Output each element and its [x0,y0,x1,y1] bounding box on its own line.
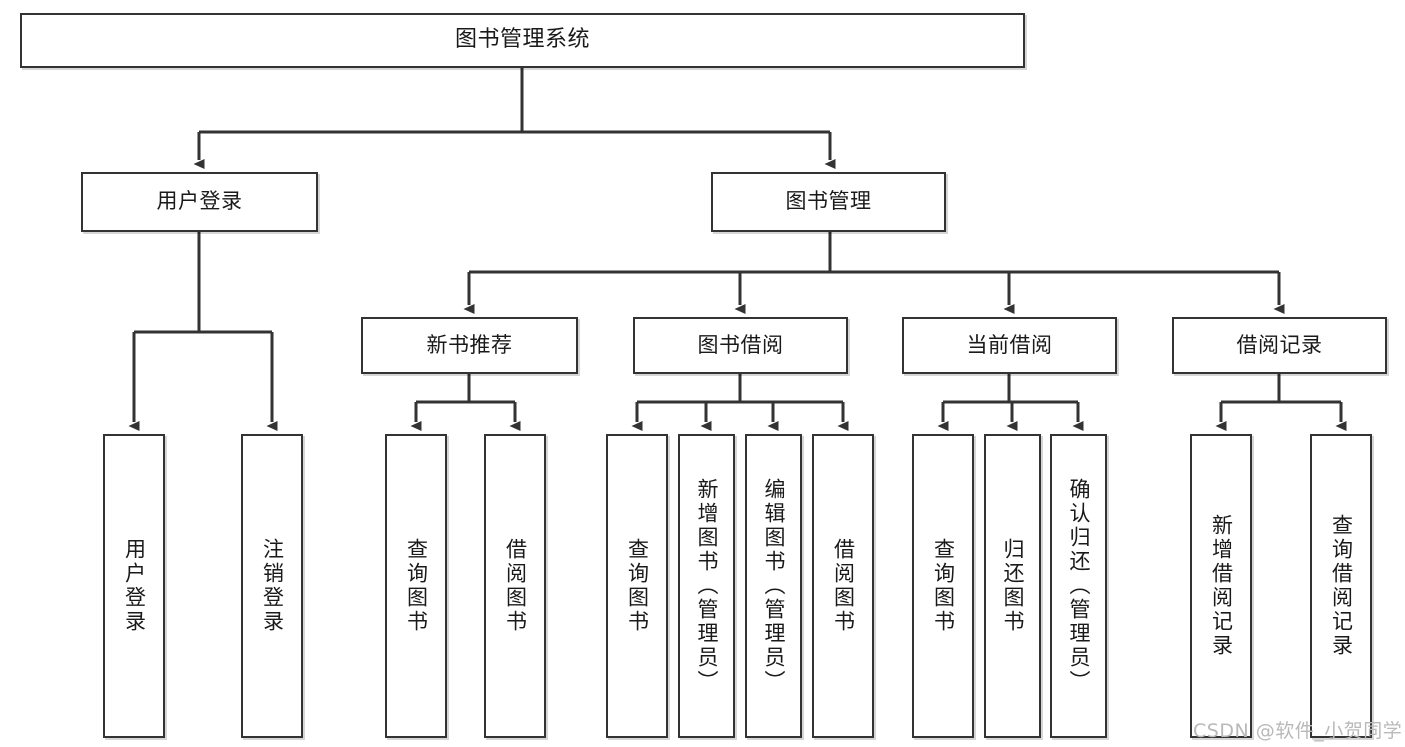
node-query-borrow-record[interactable]: 查询借阅记录 [1310,434,1372,738]
node-label: 查询图书 [625,538,650,634]
node-new-book-recommend[interactable]: 新书推荐 [361,317,578,374]
node-label: 注销登录 [260,538,285,634]
node-add-borrow-record[interactable]: 新增借阅记录 [1190,434,1252,738]
node-label: 用户登录 [156,189,243,214]
node-label: 图书管理 [785,189,872,214]
node-query-book-2[interactable]: 查询图书 [606,434,668,738]
node-edit-book-admin[interactable]: 编辑图书（管理员） [745,434,802,738]
node-book-borrow[interactable]: 图书借阅 [633,317,848,374]
node-label: 查询图书 [404,538,429,634]
node-label: 新增图书（管理员） [695,478,719,694]
node-label: 当前借阅 [966,332,1053,357]
node-label: 图书借阅 [697,332,784,357]
node-confirm-return-admin[interactable]: 确认归还（管理员） [1050,434,1107,738]
node-user-logout-leaf[interactable]: 注销登录 [241,434,303,738]
node-borrow-book-2[interactable]: 借阅图书 [812,434,874,738]
node-label: 借阅记录 [1236,332,1323,357]
node-current-borrow[interactable]: 当前借阅 [902,317,1117,374]
node-user-login-leaf[interactable]: 用户登录 [103,434,165,738]
node-label: 查询借阅记录 [1329,514,1354,658]
node-label: 借阅图书 [503,538,528,634]
node-borrow-records[interactable]: 借阅记录 [1172,317,1387,374]
node-book-management[interactable]: 图书管理 [711,172,946,232]
node-label: 确认归还（管理员） [1067,478,1091,694]
node-borrow-book-1[interactable]: 借阅图书 [484,434,546,738]
node-query-book-3[interactable]: 查询图书 [912,434,974,738]
node-add-book-admin[interactable]: 新增图书（管理员） [678,434,735,738]
node-label: 借阅图书 [831,538,856,634]
node-user-login[interactable]: 用户登录 [81,172,318,232]
node-label: 查询图书 [931,538,956,634]
node-label: 新增借阅记录 [1209,514,1234,658]
node-query-book-1[interactable]: 查询图书 [385,434,447,738]
node-label: 用户登录 [122,538,147,634]
node-label: 编辑图书（管理员） [762,478,786,694]
node-return-book[interactable]: 归还图书 [984,434,1041,738]
node-label: 归还图书 [1001,538,1025,634]
node-label: 图书管理系统 [454,27,590,53]
node-book-management-system[interactable]: 图书管理系统 [20,13,1025,68]
node-label: 新书推荐 [426,332,513,357]
